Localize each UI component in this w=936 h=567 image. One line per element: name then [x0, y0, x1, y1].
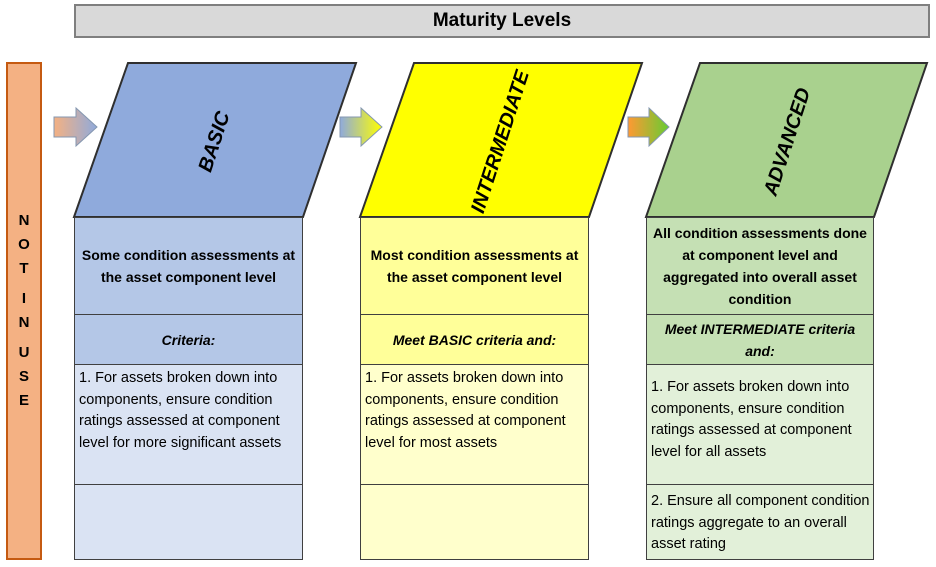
not-in-use-letter: I: [21, 290, 27, 307]
criteria-item: 1. For assets broken down into component…: [365, 370, 566, 451]
not-in-use-letter: S: [18, 368, 29, 385]
maturity-levels-title: Maturity Levels: [74, 4, 930, 38]
advanced-criteria-label: Meet INTERMEDIATE criteria and:: [646, 315, 874, 365]
not-in-use-letter: N: [18, 212, 30, 229]
intermediate-criteria-list: 1. For assets broken down into component…: [360, 365, 589, 560]
divider: [360, 484, 589, 485]
divider: [74, 484, 303, 485]
criteria-item: 1. For assets broken down into component…: [79, 370, 282, 451]
not-in-use-letter: O: [18, 236, 30, 253]
intermediate-description: Most condition assessments at the asset …: [360, 217, 589, 315]
title-text: Maturity Levels: [432, 10, 572, 31]
not-in-use-letter: T: [19, 260, 29, 277]
basic-criteria-label: Criteria:: [74, 315, 303, 365]
arrow-icon: [53, 106, 98, 148]
criteria-item: 2. Ensure all component condition rating…: [651, 493, 870, 552]
advanced-criteria-list: 1. For assets broken down into component…: [646, 365, 874, 560]
criteria-item: 1. For assets broken down into component…: [651, 379, 852, 460]
not-in-use-letter: E: [18, 392, 29, 409]
not-in-use-letter: U: [18, 344, 30, 361]
arrow-icon: [627, 106, 670, 148]
advanced-description: All condition assessments done at compon…: [646, 217, 874, 315]
not-in-use-letter: N: [18, 314, 30, 331]
basic-description: Some condition assessments at the asset …: [74, 217, 303, 315]
intermediate-criteria-label: Meet BASIC criteria and:: [360, 315, 589, 365]
basic-criteria-list: 1. For assets broken down into component…: [74, 365, 303, 560]
arrow-icon: [339, 106, 383, 148]
divider: [646, 484, 874, 485]
